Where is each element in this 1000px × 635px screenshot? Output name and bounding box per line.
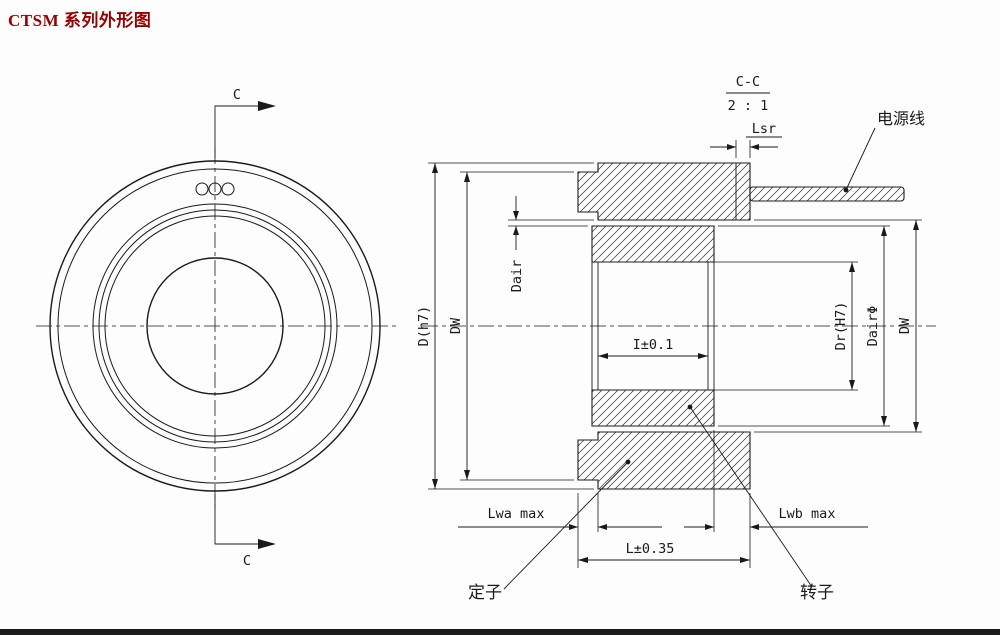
stator-section: [577, 162, 751, 490]
dim-lwa: Lwa max: [458, 493, 662, 532]
arrowhead-icon: [598, 524, 607, 530]
dim-label-l: L±0.35: [626, 541, 675, 557]
arrowhead-icon: [578, 557, 588, 563]
dim-label-lsr: Lsr: [752, 121, 776, 137]
page-title: CTSM 系列外形图: [8, 11, 152, 30]
section-cut-bottom: C: [214, 494, 276, 569]
arrowhead-icon: [432, 163, 438, 173]
arrowhead-icon: [705, 524, 714, 530]
dim-i: I±0.1: [598, 337, 708, 359]
rotor-label: 转子: [800, 583, 834, 603]
leader-line: [845, 127, 876, 191]
rotor-section: [591, 225, 715, 427]
callout-power-cable: 电源线: [843, 109, 925, 193]
arrowhead-icon: [513, 211, 519, 220]
rotor-bottom-block: [591, 389, 715, 427]
wire-hole-3: [221, 182, 235, 196]
section-cut-line-top: [214, 105, 258, 158]
dim-label-i: I±0.1: [633, 337, 674, 353]
section-name: C-C: [736, 74, 760, 90]
section-mark-bottom: C: [243, 553, 251, 569]
outer-diameter-circle: [49, 160, 381, 492]
middle-ring-circle-2: [98, 209, 332, 443]
dim-dair-dia: DairΦ: [718, 225, 890, 427]
dim-label-dw-right: DW: [897, 317, 913, 334]
section-mark-top: C: [233, 87, 241, 103]
arrowhead-icon: [698, 353, 708, 359]
arrowhead-icon: [513, 226, 519, 235]
rotor-top-block: [591, 225, 715, 263]
arrowhead-icon: [569, 524, 578, 530]
dim-label-d-h7: D(h7): [416, 306, 432, 347]
dim-lwb: Lwb max: [684, 430, 868, 532]
dim-dr-h7: Dr(H7): [712, 261, 858, 391]
power-cable-label: 电源线: [877, 109, 925, 128]
middle-ring-circle-3: [104, 215, 326, 437]
dim-label-lwb: Lwb max: [779, 506, 836, 522]
leader-line: [503, 461, 629, 590]
section-cut-top: C: [214, 87, 276, 158]
leader-line: [689, 406, 813, 588]
arrowhead-icon: [598, 353, 608, 359]
section-label: C-C 2 : 1: [726, 74, 770, 114]
dim-label-dair: Dair: [509, 260, 525, 293]
arrowhead-icon: [432, 479, 438, 489]
wire-hole-2: [208, 182, 222, 196]
arrowhead-icon: [464, 172, 470, 182]
dim-label-lwa: Lwa max: [488, 506, 545, 522]
dim-l: L±0.35: [577, 493, 751, 568]
dim-label-dr-h7: Dr(H7): [833, 302, 849, 351]
section-view: C-C 2 : 1 Lsr 电源线: [416, 74, 936, 603]
front-view: C C: [36, 87, 398, 569]
dim-dw-right: DW: [754, 219, 922, 433]
middle-ring-circle-1: [92, 203, 338, 449]
leader-dot-icon: [687, 404, 693, 410]
dim-d-h7: D(h7): [416, 162, 594, 490]
dim-dair: Dair: [508, 196, 594, 292]
page-bottom-edge: [0, 629, 1000, 635]
callout-stator: 定子: [468, 459, 631, 603]
outer-ring-circle: [57, 168, 373, 484]
leader-dot-icon: [625, 459, 631, 465]
wire-hole-1: [195, 182, 209, 196]
bore-circle: [146, 257, 284, 395]
arrowhead-icon: [750, 144, 759, 150]
arrowhead-icon: [881, 416, 887, 426]
stator-bottom-block: [577, 431, 751, 490]
arrowhead-icon: [849, 262, 855, 272]
power-cable: [749, 186, 905, 202]
section-arrow-top-icon: [258, 101, 276, 111]
dim-lsr: Lsr: [710, 121, 782, 158]
arrowhead-icon: [727, 144, 736, 150]
arrowhead-icon: [464, 470, 470, 480]
arrowhead-icon: [849, 380, 855, 390]
dim-dw-left: DW: [448, 171, 574, 481]
leader-dot-icon: [843, 187, 849, 193]
wire-exit-holes: [195, 182, 235, 196]
arrowhead-icon: [913, 220, 919, 230]
section-cut-line-bottom: [214, 494, 258, 545]
section-scale: 2 : 1: [728, 98, 769, 114]
dim-label-dw-left: DW: [448, 317, 464, 334]
section-arrow-bottom-icon: [258, 539, 276, 549]
arrowhead-icon: [750, 524, 759, 530]
dim-label-dair-dia: DairΦ: [865, 306, 881, 347]
callout-rotor: 转子: [687, 404, 834, 603]
arrowhead-icon: [913, 422, 919, 432]
arrowhead-icon: [881, 226, 887, 236]
stator-top-block: [577, 162, 751, 221]
arrowhead-icon: [740, 557, 750, 563]
stator-label: 定子: [468, 583, 502, 603]
